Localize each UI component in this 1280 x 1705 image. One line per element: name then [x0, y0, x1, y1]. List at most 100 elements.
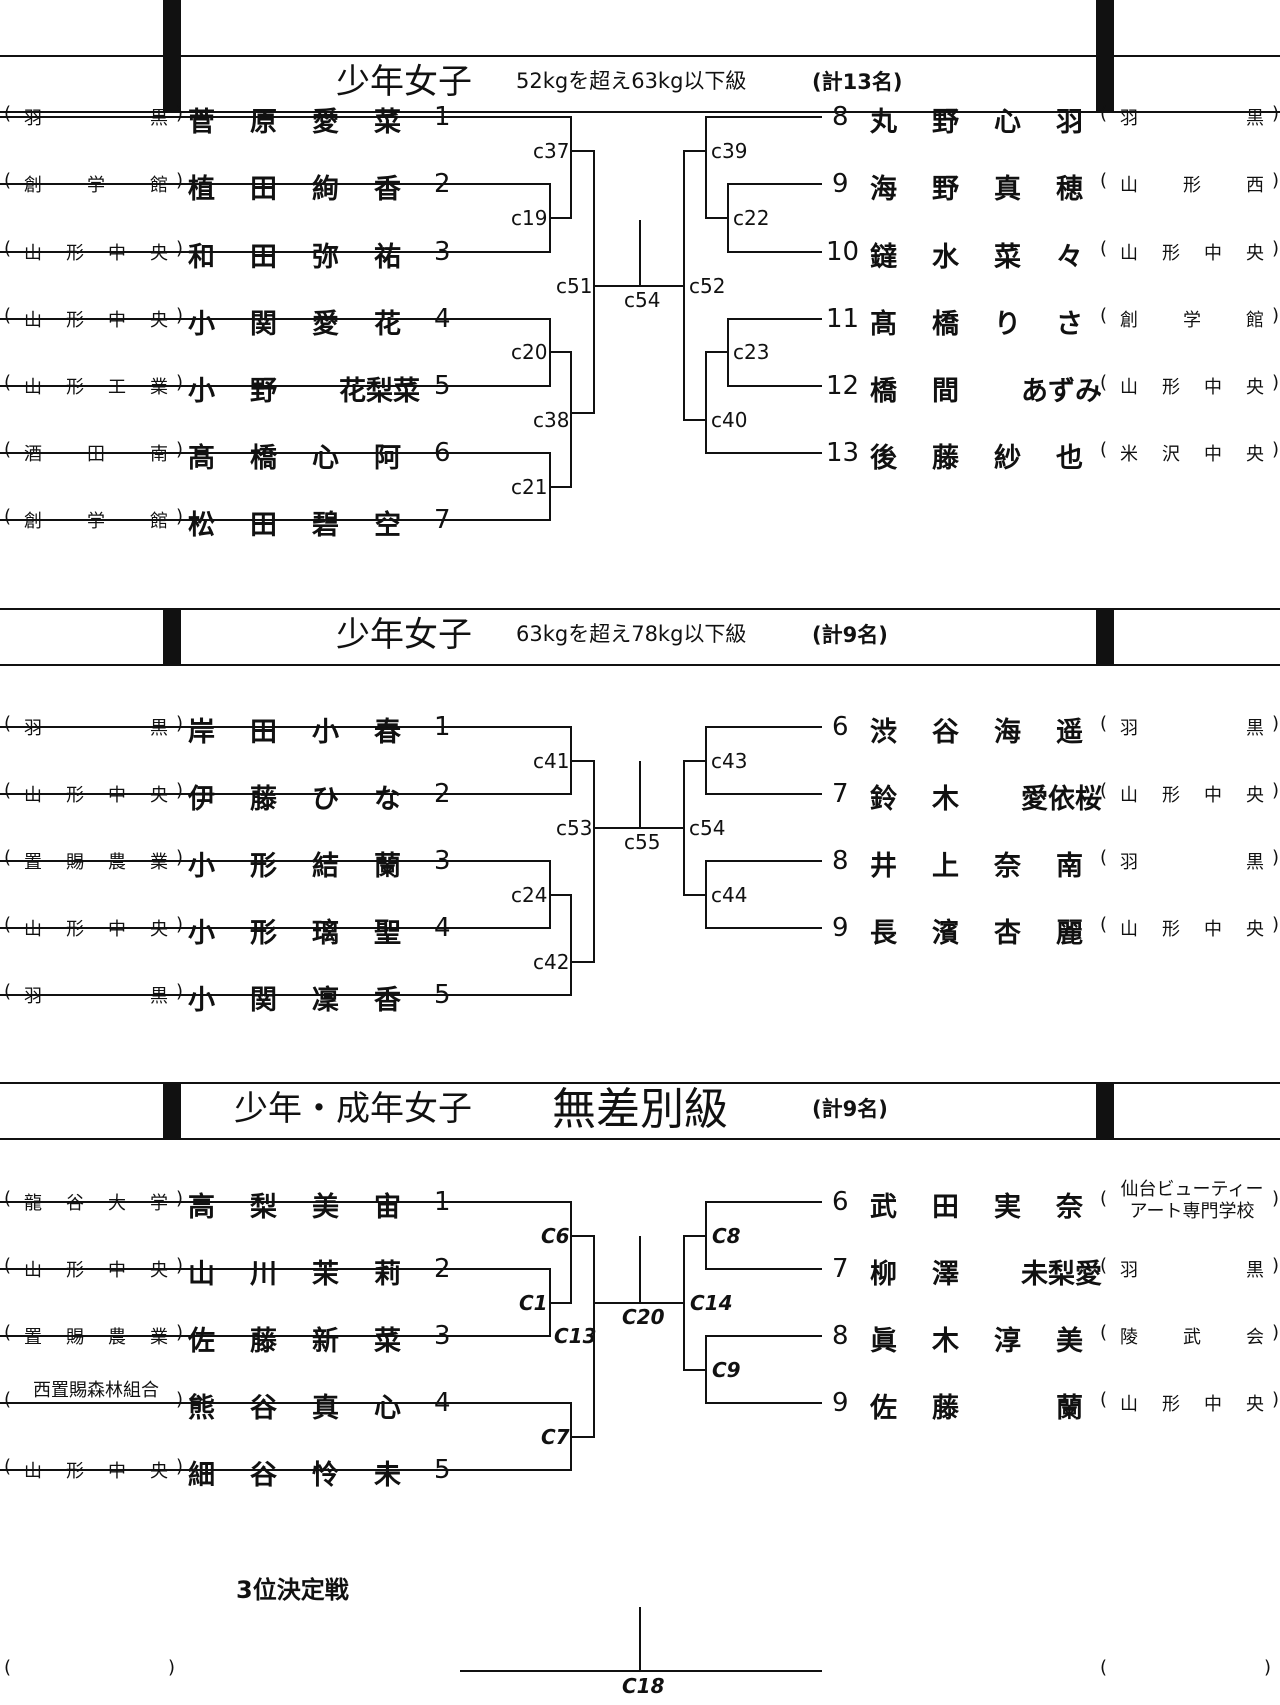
- name-char: 小: [188, 918, 215, 949]
- affiliation-char: 形: [1162, 377, 1180, 398]
- match-label: C6: [541, 1224, 570, 1248]
- paren-close: ): [1272, 713, 1280, 734]
- name-char: 熊: [188, 1393, 215, 1424]
- bracket-line: [683, 726, 822, 896]
- affiliation: 山形中央: [1120, 374, 1264, 398]
- bracket-line: [683, 1201, 822, 1371]
- affiliation: 創学館: [24, 172, 168, 196]
- seed-number: 6: [434, 438, 451, 468]
- name-char: 谷: [250, 1460, 277, 1491]
- paren-close: ): [1272, 1389, 1280, 1410]
- seed-number: 2: [434, 1254, 451, 1284]
- affiliation-char: 創: [24, 175, 42, 196]
- weight-class: 52kgを超え63kg以下級: [516, 69, 747, 93]
- name-char: 海: [994, 717, 1021, 748]
- affiliation: 羽黒: [24, 715, 168, 739]
- bracket-line: [727, 352, 822, 387]
- match-label: c41: [533, 749, 570, 773]
- affiliation: 山形中央: [24, 916, 168, 940]
- name-char: 野: [932, 174, 959, 205]
- match-label: C1: [519, 1291, 548, 1315]
- affiliation-char: 中: [1204, 1394, 1222, 1415]
- paren-open: (: [1100, 103, 1108, 124]
- name-char: 羽: [1056, 107, 1083, 138]
- name-char: 田: [932, 1192, 959, 1223]
- name-char: 植: [188, 174, 215, 205]
- affiliation-char: 賜: [66, 1327, 84, 1348]
- paren-open: (: [1100, 847, 1108, 868]
- affiliation: 山形中央: [24, 1257, 168, 1281]
- name-char: 鐽: [870, 242, 897, 273]
- paren-open: (: [4, 847, 12, 868]
- affiliation-char: 学: [87, 511, 105, 532]
- header-rule-bottom: [0, 111, 1280, 113]
- affiliation: 西置賜森林組合: [33, 1380, 159, 1401]
- affiliation-char: 形: [66, 243, 84, 264]
- paren-open: (: [4, 372, 12, 393]
- player-name: 熊谷真心: [188, 1386, 420, 1424]
- affiliation-char: 形: [66, 377, 84, 398]
- paren-open: (: [4, 1322, 12, 1343]
- name-char: 橋: [932, 309, 959, 340]
- bracket-line: [460, 487, 551, 521]
- name-char: 紗: [994, 443, 1021, 474]
- affiliation-char: 央: [1246, 444, 1264, 465]
- name-char: 上: [932, 851, 959, 882]
- affiliation-char: 山: [1120, 919, 1138, 940]
- player-name: 橋間あずみ: [870, 369, 1102, 407]
- affiliation: 羽黒: [1120, 1257, 1264, 1281]
- affiliation-char: 創: [24, 511, 42, 532]
- paren-open: (: [4, 439, 12, 460]
- name-char: 山: [188, 1259, 215, 1290]
- match-label: c43: [711, 749, 748, 773]
- name-char: 後: [870, 443, 897, 474]
- match-label: c20: [511, 340, 548, 364]
- name-char: 未: [374, 1460, 401, 1491]
- affiliation: 山形中央: [24, 307, 168, 331]
- name-char: 川: [250, 1259, 277, 1290]
- name-char: 茉: [312, 1259, 339, 1290]
- header-bar-right: [1096, 608, 1114, 666]
- seed-number: 7: [832, 779, 849, 809]
- paren-open: (: [4, 506, 12, 527]
- affiliation: 創学館: [1120, 307, 1264, 331]
- name-char: 奈: [994, 851, 1021, 882]
- affiliation-char: 山: [24, 377, 42, 398]
- affiliation: 山形中央: [24, 1458, 168, 1482]
- name-char: 柳: [870, 1259, 897, 1290]
- name-char: 奈: [1056, 1192, 1083, 1223]
- affiliation: 置賜農業: [24, 849, 168, 873]
- name-char: 田: [250, 717, 277, 748]
- bracket-line: [460, 218, 551, 253]
- match-label: c52: [689, 274, 726, 298]
- name-char: 眞: [870, 1326, 897, 1357]
- affiliation-char: 山: [24, 785, 42, 806]
- affiliation-char: 学: [150, 1193, 168, 1214]
- affiliation-char: 黒: [1246, 108, 1264, 129]
- name-char: 香: [374, 985, 401, 1016]
- name-char: 長: [870, 918, 897, 949]
- paren-open: (: [1100, 372, 1108, 393]
- paren-close: ): [1272, 914, 1280, 935]
- paren-close: ): [176, 847, 184, 868]
- paren-open: (: [1100, 439, 1108, 460]
- name-char: 心: [994, 107, 1021, 138]
- affiliation-char: 南: [150, 444, 168, 465]
- affiliation-char: 形: [1162, 785, 1180, 806]
- name-char: 愛: [312, 309, 339, 340]
- paren-open: (: [4, 1657, 12, 1678]
- affiliation: 羽黒: [24, 105, 168, 129]
- affiliation-char: 央: [150, 1260, 168, 1281]
- affiliation-char: 大: [108, 1193, 126, 1214]
- affiliation-char: 米: [1120, 444, 1138, 465]
- name-char: 未梨愛: [1021, 1259, 1102, 1290]
- paren-open: (: [4, 1389, 12, 1410]
- bracket-line: [705, 895, 822, 929]
- seed-number: 12: [826, 371, 860, 401]
- player-name: 海野真穂: [870, 167, 1102, 205]
- affiliation-char: 館: [150, 511, 168, 532]
- paren-open: (: [4, 1188, 12, 1209]
- player-name: 小形結蘭: [188, 844, 420, 882]
- name-char: 菜: [994, 242, 1021, 273]
- name-char: 蘭: [374, 851, 401, 882]
